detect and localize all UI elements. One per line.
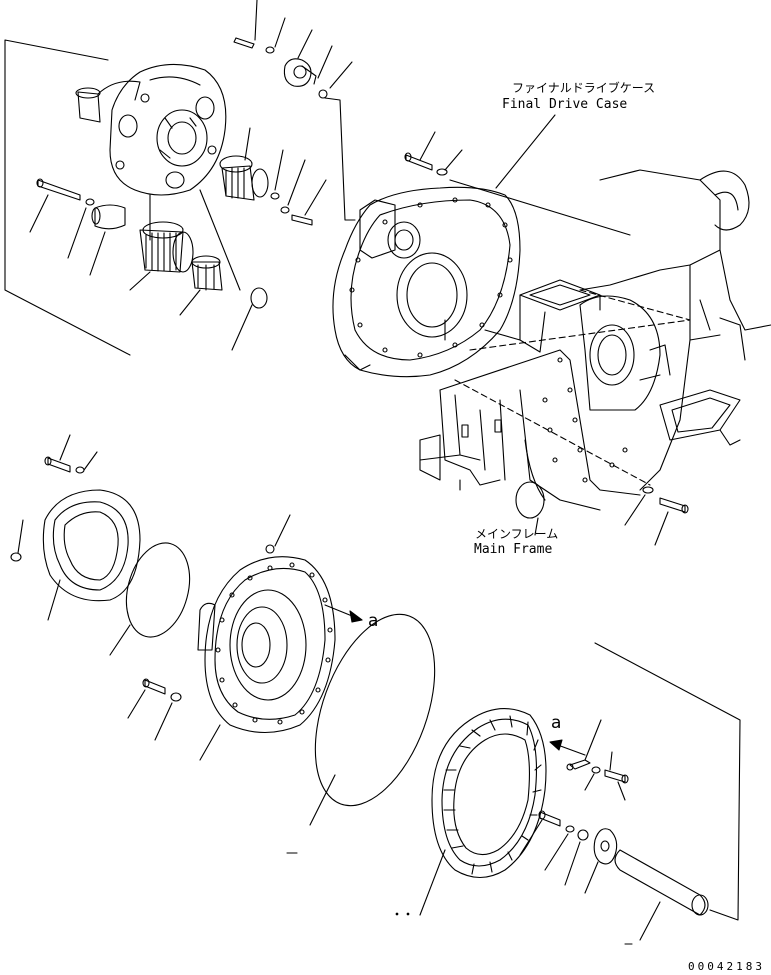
planetary-carrier bbox=[76, 64, 240, 290]
final-drive-case bbox=[333, 187, 520, 376]
reference-mark-a-lower: a bbox=[551, 713, 562, 733]
seal-cage bbox=[11, 490, 140, 620]
document-number: 00042183 bbox=[688, 960, 765, 973]
left-parts bbox=[30, 179, 267, 350]
ring-gear bbox=[420, 709, 546, 915]
lower-group-bracket bbox=[595, 643, 740, 920]
main-frame bbox=[420, 170, 771, 518]
o-ring-small bbox=[110, 536, 199, 655]
small-marks bbox=[287, 853, 632, 944]
upper-group-bracket bbox=[5, 40, 130, 355]
main-frame-label-en: Main Frame bbox=[474, 542, 553, 557]
o-ring-large bbox=[292, 598, 458, 825]
final-drive-case-label-jp: ファイナルドライブケース bbox=[512, 81, 656, 95]
planet-gear-upper bbox=[220, 128, 326, 225]
frame-bolt-washer bbox=[535, 487, 688, 545]
case-bolt-washer bbox=[405, 132, 630, 235]
final-drive-case-label-en: Final Drive Case bbox=[502, 97, 628, 112]
hub-bolt-washer bbox=[128, 679, 181, 740]
reference-mark-a-upper: a bbox=[368, 611, 379, 631]
final-drive-case-leader bbox=[496, 115, 555, 188]
hub-housing bbox=[198, 515, 335, 760]
seal-bolt-washer bbox=[45, 435, 97, 473]
cover-plate bbox=[234, 0, 355, 220]
alignment-dashed-lines bbox=[455, 290, 690, 485]
main-frame-label-jp: メインフレーム bbox=[475, 527, 559, 541]
right-lower-parts bbox=[520, 720, 708, 940]
ref-arrow-lower bbox=[550, 740, 585, 755]
ref-arrow-upper bbox=[325, 605, 362, 622]
